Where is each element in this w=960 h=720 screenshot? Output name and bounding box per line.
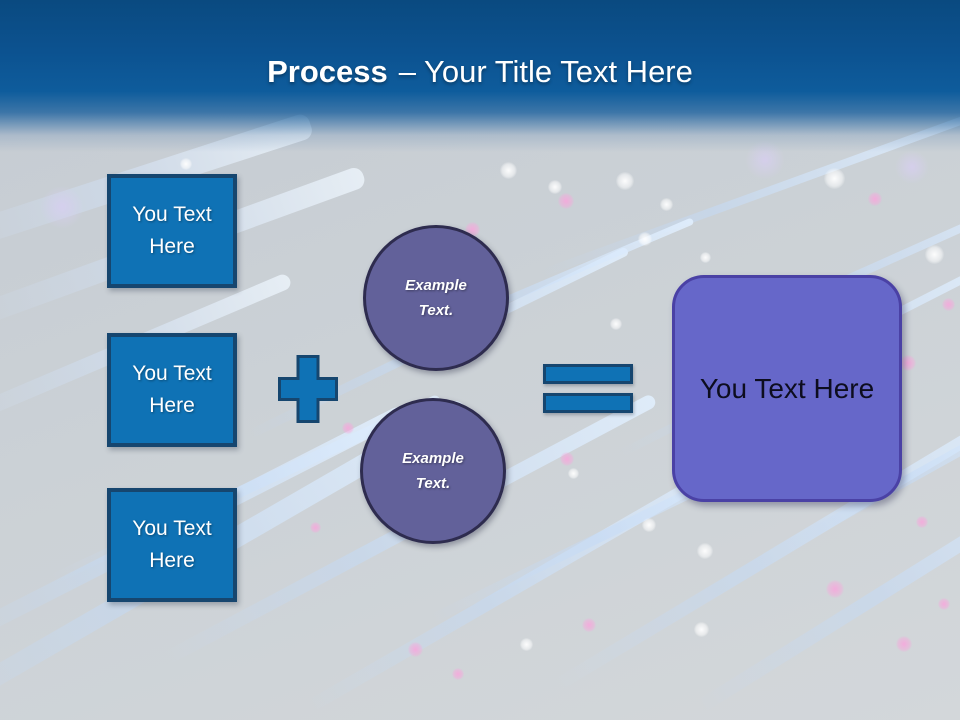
bokeh-dot [638,232,652,246]
bokeh-dot [826,580,844,598]
input-box-2[interactable]: You Text Here [107,333,237,447]
bokeh-dot [520,638,533,651]
bokeh-dot [310,522,321,533]
bokeh-dot [895,150,929,184]
example-circle-2-label: Example Text. [402,450,464,492]
bokeh-dot [900,355,916,371]
plus-operator[interactable] [278,355,338,428]
slide-title-emphasis: Process [267,54,388,89]
bokeh-dot [610,318,622,330]
input-box-3[interactable]: You Text Here [107,488,237,602]
bokeh-dot [660,198,673,211]
equals-operator[interactable] [543,364,633,413]
bokeh-dot [697,543,713,559]
bokeh-dot [408,642,423,657]
bokeh-dot [824,168,845,189]
bokeh-dot [560,452,574,466]
example-circle-2[interactable]: Example Text. [360,398,506,544]
bokeh-dot [500,162,517,179]
bokeh-dot [180,158,192,170]
bokeh-dot [568,468,579,479]
result-box-label: You Text Here [699,372,875,404]
plus-icon [278,355,338,423]
bokeh-dot [700,252,711,263]
input-box-1-label: You Text Here [132,203,212,258]
bokeh-dot [342,422,354,434]
bokeh-dot [548,180,562,194]
bokeh-dot [925,245,944,264]
equals-icon [543,364,633,413]
bokeh-dot [40,185,84,229]
bokeh-dot [694,622,709,637]
bokeh-dot [642,518,656,532]
input-box-2-label: You Text Here [132,362,212,417]
bokeh-dot [616,172,634,190]
example-circle-1[interactable]: Example Text. [363,225,509,371]
bokeh-dot [942,298,955,311]
input-box-1[interactable]: You Text Here [107,174,237,288]
bokeh-dot [916,516,928,528]
header-band: Process – Your Title Text Here [0,0,960,152]
bokeh-dot [868,192,882,206]
bokeh-dot [558,193,574,209]
slide-title-rest: – Your Title Text Here [398,54,693,89]
example-circle-1-label: Example Text. [405,277,467,319]
bokeh-dot [938,598,950,610]
input-box-3-label: You Text Here [132,517,212,572]
bokeh-dot [452,668,464,680]
bokeh-dot [896,636,912,652]
bokeh-dot [582,618,596,632]
result-box[interactable]: You Text Here [672,275,902,502]
slide-title[interactable]: Process – Your Title Text Here [0,0,960,90]
